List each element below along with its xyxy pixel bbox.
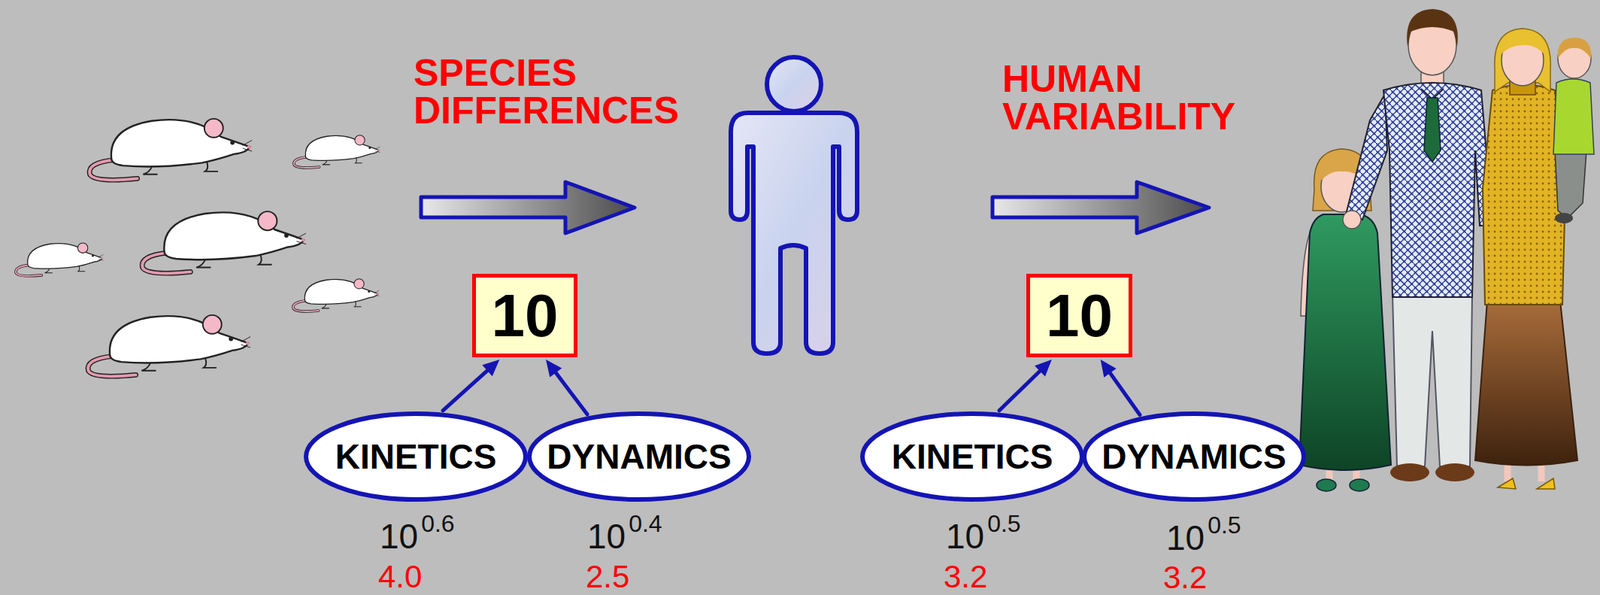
component-name: DYNAMICS xyxy=(546,437,731,476)
ellipse-outline xyxy=(529,413,749,500)
factor-base: 10 xyxy=(379,518,419,554)
man-part xyxy=(1406,9,1458,47)
woman-part xyxy=(1501,33,1545,55)
human-body xyxy=(730,112,858,354)
woman-part xyxy=(1482,84,1566,306)
rat xyxy=(89,118,252,180)
influence-arrow xyxy=(1100,359,1140,415)
child-part xyxy=(1554,150,1587,219)
rat xyxy=(15,242,104,276)
factor-exponent: 0.6 xyxy=(421,511,455,536)
factor-number: 10 xyxy=(491,282,559,349)
section-heading: HUMAN VARIABILITY xyxy=(1002,60,1288,136)
rat xyxy=(142,211,307,273)
influence-arrow xyxy=(442,359,500,411)
woman-part xyxy=(1497,478,1555,489)
man-part xyxy=(1345,93,1388,220)
factor-base: 10 xyxy=(1166,520,1205,555)
child-part xyxy=(1553,78,1594,155)
factor-exponent: 0.4 xyxy=(628,511,662,536)
child-part xyxy=(1554,212,1573,224)
girl-part xyxy=(1299,214,1391,470)
component-ellipse: KINETICS xyxy=(859,410,1085,503)
man-part xyxy=(1435,463,1475,482)
influence-arrow xyxy=(999,359,1052,411)
man-part xyxy=(1342,210,1361,229)
arrow-head xyxy=(1034,359,1052,376)
transfer-arrow xyxy=(421,181,635,234)
component-ellipse: DYNAMICS xyxy=(1081,410,1307,503)
transfer-arrow xyxy=(992,181,1210,234)
factor-box: 10 xyxy=(472,273,578,358)
factor-base: 10 xyxy=(945,518,985,554)
woman-part xyxy=(1494,28,1551,92)
human-figure xyxy=(730,57,858,354)
factor-value: 3.2 xyxy=(943,560,988,593)
factor-exponent: 0.5 xyxy=(1207,512,1241,537)
arrow-head xyxy=(545,359,562,378)
ellipse-outline xyxy=(1084,413,1304,500)
factor-exponent: 0.5 xyxy=(987,511,1021,536)
section-heading: SPECIES DIFFERENCES xyxy=(413,54,730,130)
factor-value: 2.5 xyxy=(585,560,630,593)
rat xyxy=(87,315,251,376)
rat xyxy=(293,278,380,312)
factor-value: 4.0 xyxy=(378,560,422,593)
girl-part xyxy=(1349,478,1370,491)
component-ellipse: KINETICS xyxy=(303,410,529,503)
arrow-head xyxy=(481,359,500,376)
component-ellipse: DYNAMICS xyxy=(526,410,752,503)
family xyxy=(1299,9,1594,491)
child-part xyxy=(1557,37,1591,59)
component-name: DYNAMICS xyxy=(1101,437,1286,476)
man xyxy=(1342,9,1493,482)
factor-value: 3.2 xyxy=(1163,561,1207,594)
arrow-head xyxy=(1100,359,1117,378)
arrow-shaft xyxy=(999,369,1043,411)
man-part xyxy=(1390,463,1430,482)
arrow-shaft xyxy=(554,369,588,414)
human-head xyxy=(766,57,822,112)
child xyxy=(1553,37,1594,224)
man-part xyxy=(1424,97,1441,162)
girl-part xyxy=(1316,478,1337,491)
man-part xyxy=(1383,82,1493,297)
woman-part xyxy=(1475,300,1578,466)
girl xyxy=(1299,148,1391,491)
ellipse-outline xyxy=(862,413,1082,500)
factor-box: 10 xyxy=(1026,273,1133,358)
rat xyxy=(293,135,381,168)
arrow-shaft xyxy=(1108,370,1140,416)
component-name: KINETICS xyxy=(891,437,1054,476)
rat-group xyxy=(15,118,380,376)
factor-number: 10 xyxy=(1045,282,1113,349)
ellipse-outline xyxy=(306,413,526,500)
component-name: KINETICS xyxy=(335,437,497,476)
influence-arrow xyxy=(545,359,588,415)
transfer-arrow xyxy=(992,181,1210,234)
factor-base: 10 xyxy=(587,518,626,554)
man-part xyxy=(1392,293,1473,467)
transfer-arrow xyxy=(421,181,635,234)
arrow-shaft xyxy=(442,368,490,411)
